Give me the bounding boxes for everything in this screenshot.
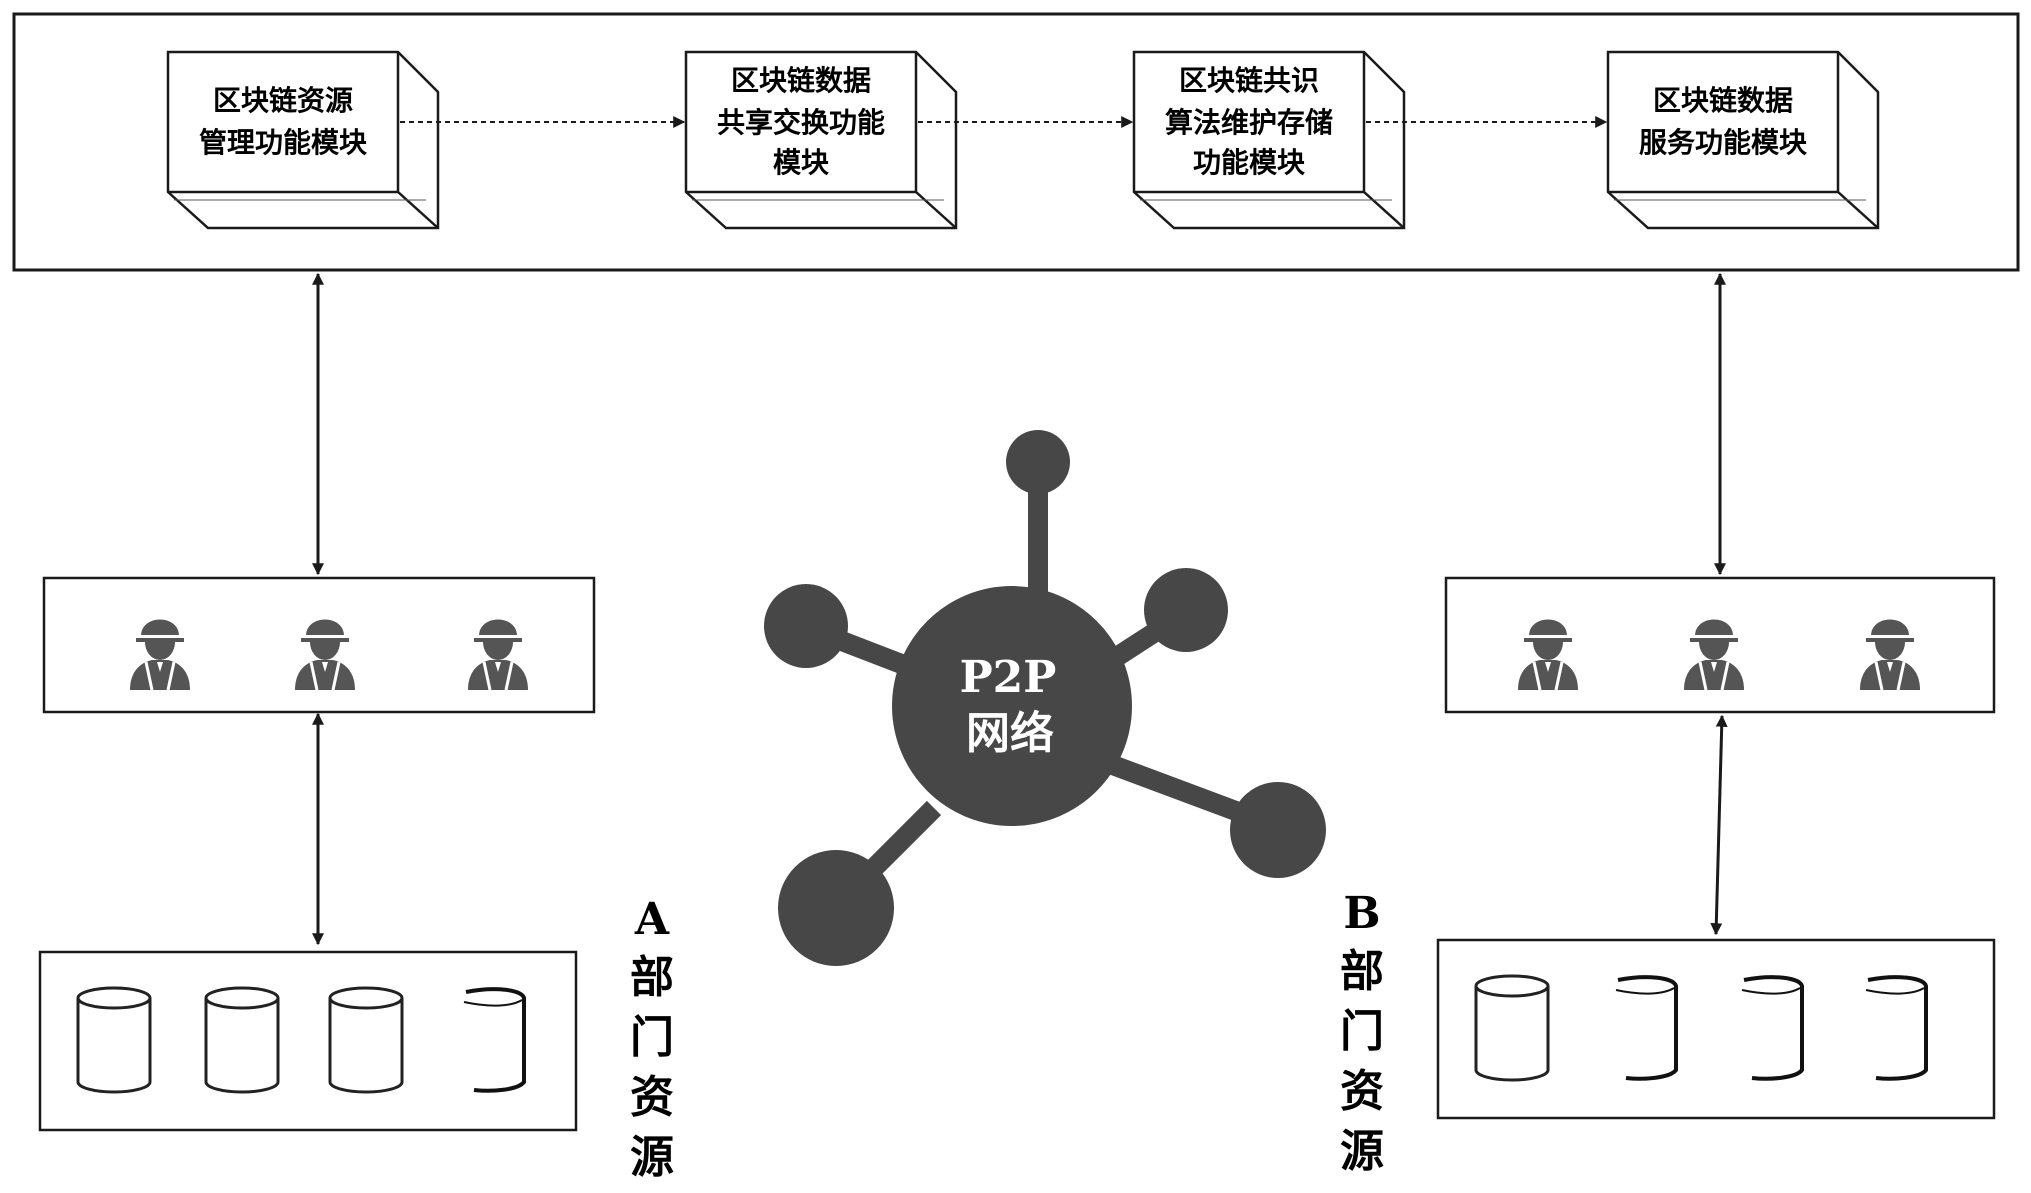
module-1-line-1: 区块链资源 xyxy=(213,84,353,117)
network-node xyxy=(1144,568,1228,652)
arrow-users-to-db-b xyxy=(1710,714,1728,936)
module-3-line-1: 区块链共识 xyxy=(1179,64,1319,97)
module-2-line-1: 区块链数据 xyxy=(731,64,871,97)
department-b-label: B 部 门 资 源 xyxy=(1340,888,1384,1177)
module-1-line-2: 管理功能模块 xyxy=(199,126,367,159)
network-hub-node xyxy=(892,586,1132,826)
network-node xyxy=(764,584,848,668)
database-cylinder-icon xyxy=(1474,974,1550,1082)
department-a-label: A 部 门 资 源 xyxy=(630,894,674,1183)
module-2-line-2: 共享交换功能 xyxy=(717,106,885,139)
module-data-sharing-exchange: 区块链数据 共享交换功能 模块 xyxy=(684,50,958,230)
department-b-char-2: 门 xyxy=(1340,1006,1384,1057)
department-a-letter: A xyxy=(634,894,670,945)
department-b-char-4: 源 xyxy=(1340,1126,1384,1177)
blockchain-system-frame xyxy=(12,12,2020,272)
module-consensus-storage: 区块链共识 算法维护存储 功能模块 xyxy=(1132,50,1406,230)
department-b-letter: B xyxy=(1343,888,1380,939)
department-a-char-1: 部 xyxy=(630,952,674,1003)
network-label-line-1: P2P xyxy=(960,652,1057,703)
department-a-char-4: 源 xyxy=(630,1132,674,1183)
network-node xyxy=(778,850,894,966)
database-cylinder-icon xyxy=(204,986,280,1094)
module-3-line-3: 功能模块 xyxy=(1193,146,1305,179)
network-node xyxy=(1006,430,1070,494)
module-4-line-2: 服务功能模块 xyxy=(1639,126,1807,159)
module-2-line-3: 模块 xyxy=(773,146,829,179)
department-a-char-3: 资 xyxy=(630,1072,674,1123)
module-4-line-1: 区块链数据 xyxy=(1653,84,1793,117)
module-data-service: 区块链数据 服务功能模块 xyxy=(1606,50,1880,230)
department-b-char-1: 部 xyxy=(1340,946,1384,997)
department-b-char-3: 资 xyxy=(1340,1066,1384,1117)
p2p-network-graphic: P2P 网络 xyxy=(764,430,1326,966)
department-a-char-2: 门 xyxy=(630,1012,674,1063)
module-resource-management: 区块链资源 管理功能模块 xyxy=(166,50,440,230)
network-label-line-2: 网络 xyxy=(966,708,1054,759)
database-box-a xyxy=(38,950,578,1132)
network-node xyxy=(1230,782,1326,878)
module-3-line-2: 算法维护存储 xyxy=(1165,106,1333,139)
database-cylinder-icon xyxy=(76,986,152,1094)
database-cylinder-icon xyxy=(328,986,404,1094)
